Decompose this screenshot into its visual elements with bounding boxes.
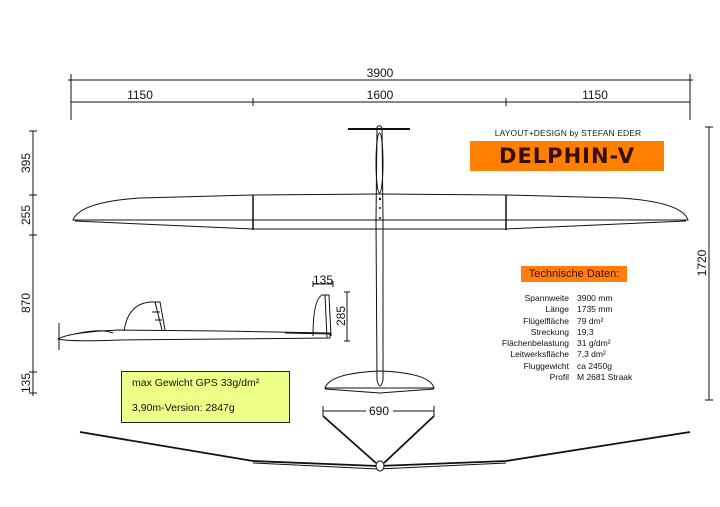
dim-right-height: 1720 [695, 249, 709, 276]
dim-left-3: 870 [19, 293, 33, 313]
specs-header: Technische Daten: [521, 266, 627, 282]
spec-row: Flügelfläche 79 dm² [440, 316, 632, 327]
top-view-fuselage [375, 125, 384, 387]
spec-label: Leitwerksfläche [510, 349, 569, 360]
right-vertical-dimension [705, 126, 713, 401]
side-view-fin [312, 294, 332, 339]
spec-row: Fluggewicht ca 2450g [440, 361, 632, 372]
side-view-fuselage [56, 301, 331, 350]
spec-row: Flächenbelastung 31 g/dm² [440, 338, 632, 349]
span-dimension-sections [71, 98, 690, 106]
spec-value: 19,3 [577, 326, 594, 337]
stabilizer-dimension [322, 406, 435, 416]
spec-label: Länge [545, 304, 569, 315]
dim-stabilizer-span: 690 [369, 404, 389, 418]
dim-fin-height: 285 [334, 306, 348, 326]
top-view-wing [72, 193, 689, 230]
left-vertical-dimension [29, 130, 37, 396]
spec-label: Spannweite [524, 293, 569, 303]
spec-row: Streckung 19,3 [440, 327, 632, 338]
top-view-stabilizer [324, 370, 435, 394]
spec-label: Flügelfläche [523, 315, 569, 326]
spec-value: 3900 mm [577, 293, 613, 303]
dim-span-outer-right: 1150 [582, 88, 608, 102]
spec-value: 7,3 dm² [577, 349, 606, 360]
dim-left-1: 395 [19, 153, 33, 173]
spec-label: Streckung [530, 326, 569, 337]
title-banner: DELPHIN-V [470, 141, 664, 171]
model-title: DELPHIN-V [499, 144, 635, 168]
spec-row: Spannweite 3900 mm [440, 293, 632, 304]
weight-note-box: max Gewicht GPS 33g/dm² 3,90m-Version: 2… [121, 371, 290, 423]
spec-value: 31 g/dm² [577, 338, 611, 349]
dim-left-4: 135 [19, 373, 33, 393]
spec-label: Fluggewicht [523, 360, 569, 371]
span-dimension-top [68, 74, 693, 120]
spec-value: 79 dm² [577, 315, 604, 326]
spec-value: ca 2450g [577, 360, 612, 371]
designer-credit: LAYOUT+DESIGN by STEFAN EDER [494, 128, 642, 138]
dim-span-total: 3900 [367, 66, 394, 80]
specs-table: Spannweite 3900 mm Länge 1735 mm Flügelflä… [440, 293, 632, 383]
spec-label: Profil [549, 372, 569, 383]
spec-row: Leitwerksfläche 7,3 dm² [440, 349, 632, 360]
spec-row: Profil M 2681 Straak [440, 372, 633, 383]
front-view [79, 415, 691, 472]
spec-row: Länge 1735 mm [440, 304, 632, 315]
dim-span-center: 1600 [367, 88, 394, 102]
note-max-weight: max Gewicht GPS 33g/dm² [132, 377, 260, 389]
dim-left-2: 255 [19, 205, 33, 225]
spec-value: 1735 mm [577, 304, 613, 315]
dim-span-outer-left: 1150 [127, 88, 153, 102]
spec-label: Flächenbelastung [501, 338, 569, 349]
fin-dimensions [312, 281, 350, 342]
note-version-weight: 3,90m-Version: 2847g [132, 402, 235, 414]
spec-value: M 2681 Straak [577, 372, 633, 383]
dim-fin-width: 135 [313, 273, 333, 287]
